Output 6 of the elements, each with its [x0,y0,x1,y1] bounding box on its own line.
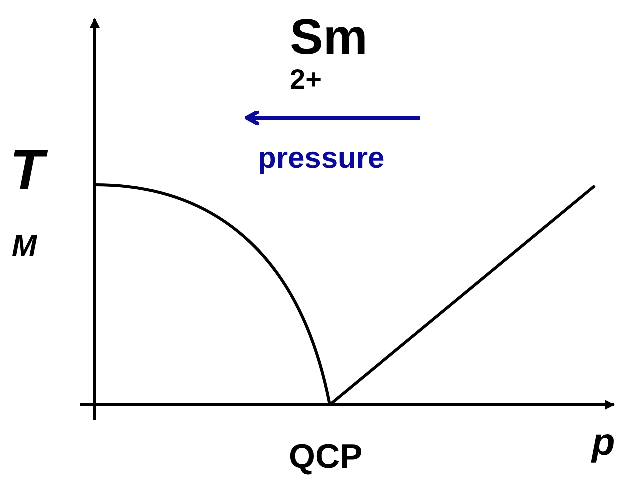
axis-label: p [592,424,616,462]
ion-charge: 2+ [290,66,322,94]
pressure-label: pressure [258,144,385,174]
point-label: QCP [289,440,363,474]
ion-symbol: Sm [290,12,368,62]
axis-subscript: M [12,232,37,262]
